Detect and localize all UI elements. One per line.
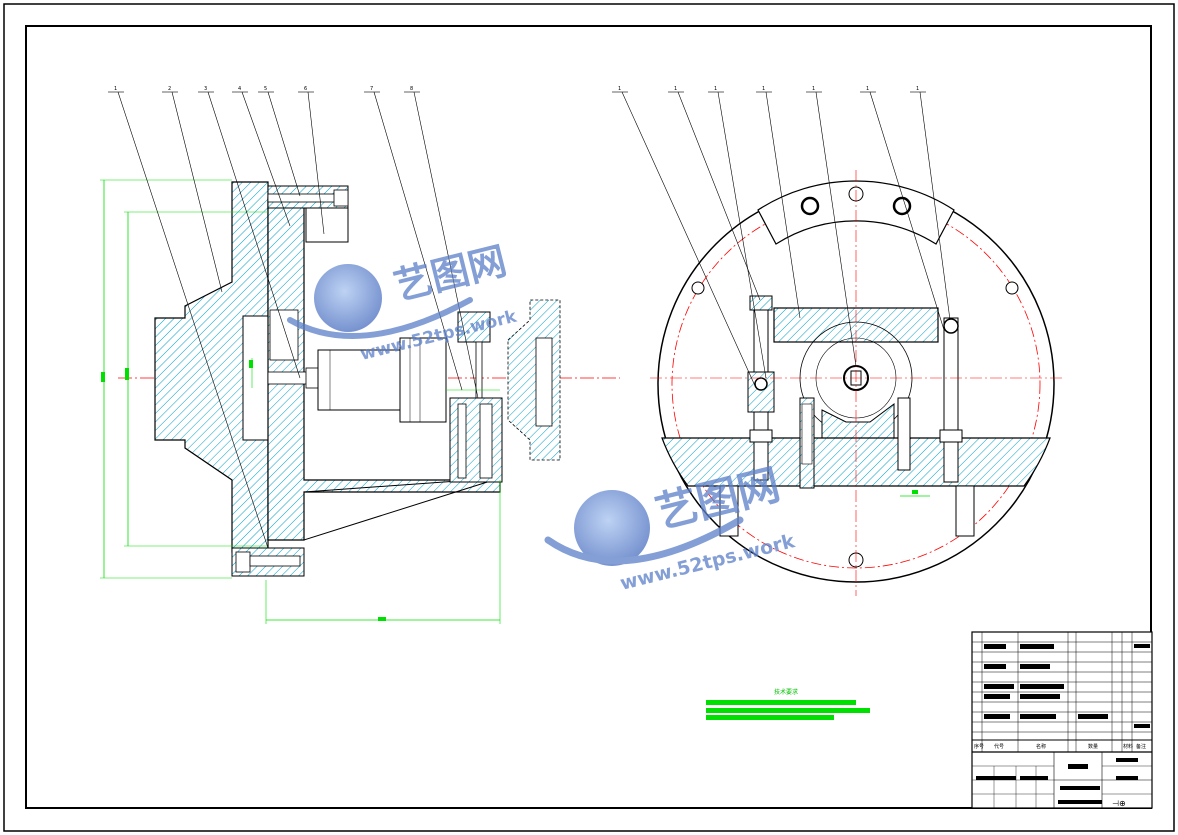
callout-label: 1 [618,86,621,92]
left-section-view [100,91,620,624]
callout-label: 1 [866,86,869,92]
header-index: 序号 [974,743,984,750]
projection-symbol: ⊣⊕ [1112,799,1126,808]
callout-label: 5 [264,86,267,92]
notes-title: 技术要求 [774,688,798,696]
callout-label: 1 [674,86,677,92]
watermark-upper: 艺图网 www.52tps.work [287,238,519,365]
callout-label: 6 [304,86,307,92]
callout-label: 3 [204,86,207,92]
inner-border [25,25,1152,809]
globe-logo-icon [574,490,650,566]
outer-border [3,3,1175,832]
right-end-view [621,91,1062,596]
header-qty: 数量 [1088,743,1098,750]
technical-notes: 技术要求 [706,688,870,720]
globe-logo-icon [314,264,382,332]
left-callouts: 1 2 3 4 5 6 7 8 [108,86,420,93]
callout-label: 1 [714,86,717,92]
callout-label: 2 [168,86,171,92]
header-name: 名称 [1036,743,1046,750]
callout-label: 1 [762,86,765,92]
header-notes: 备注 [1136,743,1146,750]
watermark-brand: 艺图网 [390,238,511,308]
title-block: 序号 代号 名称 数量 材料 备注 ⊣⊕ [971,631,1153,809]
callout-label: 7 [370,86,373,92]
header-material: 材料 [1123,743,1133,750]
callout-label: 1 [114,86,117,92]
callout-label: 4 [238,86,241,92]
callout-label: 1 [916,86,919,92]
header-code: 代号 [994,743,1004,750]
callout-label: 1 [812,86,815,92]
right-callouts: 1 1 1 1 1 1 1 [612,86,926,93]
callout-label: 8 [410,86,413,92]
